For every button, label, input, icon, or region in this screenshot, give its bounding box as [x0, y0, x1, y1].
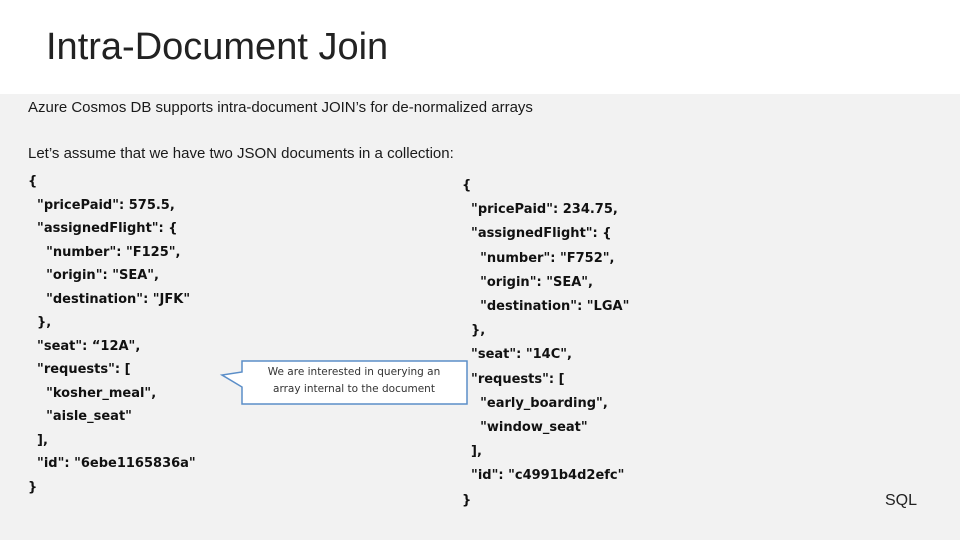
doc2-line: "window_seat" — [462, 420, 588, 435]
doc2-line: "assignedFlight": { — [462, 226, 612, 242]
doc1-line: "requests": [ — [28, 362, 131, 377]
callout-line-2: array internal to the document — [273, 383, 435, 395]
sql-label: SQL — [885, 492, 918, 509]
doc1-line: "number": "F125", — [28, 244, 181, 260]
doc1-line: }, — [28, 315, 52, 330]
doc2-line: { — [462, 178, 472, 193]
callout-bubble — [219, 360, 468, 405]
doc1-line: "seat": “12A", — [28, 338, 141, 354]
doc2-line: }, — [462, 323, 486, 339]
doc2-line: "pricePaid": 234.75, — [462, 202, 618, 218]
callout-line-1: We are interested in querying an — [267, 366, 441, 378]
doc1-line: } — [28, 479, 38, 495]
title-bar: Intra-Document Join — [0, 0, 960, 94]
doc1-line: "assignedFlight": { — [28, 221, 178, 236]
doc1-line: "origin": "SEA", — [28, 268, 159, 283]
slide-title: Intra-Document Join — [46, 26, 389, 68]
callout-text: We are interested in querying an array i… — [243, 364, 465, 398]
doc2-line: } — [462, 492, 472, 508]
doc1-line: "kosher_meal", — [28, 385, 157, 401]
doc1-line: "id": "6ebe1165836a" — [28, 456, 196, 471]
doc2-line: "origin": "SEA", — [462, 274, 593, 290]
doc2-line: "early_boarding", — [462, 395, 608, 411]
doc2-line: "seat": "14C", — [462, 347, 572, 363]
slide-content: Azure Cosmos DB supports intra-document … — [0, 94, 960, 540]
doc1-line: "pricePaid": 575.5, — [28, 197, 175, 213]
callout-shape — [219, 360, 468, 405]
doc2-line: ], — [462, 444, 482, 460]
doc2-line: "id": "c4991b4d2efc" — [462, 468, 625, 484]
doc1-line: "destination": "JFK" — [28, 291, 191, 307]
intro-text: Azure Cosmos DB supports intra-document … — [28, 99, 533, 116]
doc2-line: "number": "F752", — [462, 250, 615, 266]
doc1-line: ], — [28, 432, 48, 448]
doc1-line: "aisle_seat" — [28, 409, 132, 424]
assume-text: Let’s assume that we have two JSON docum… — [28, 145, 454, 162]
doc1-line: { — [28, 174, 38, 189]
doc2-line: "requests": [ — [462, 371, 565, 387]
doc2-line: "destination": "LGA" — [462, 299, 630, 314]
